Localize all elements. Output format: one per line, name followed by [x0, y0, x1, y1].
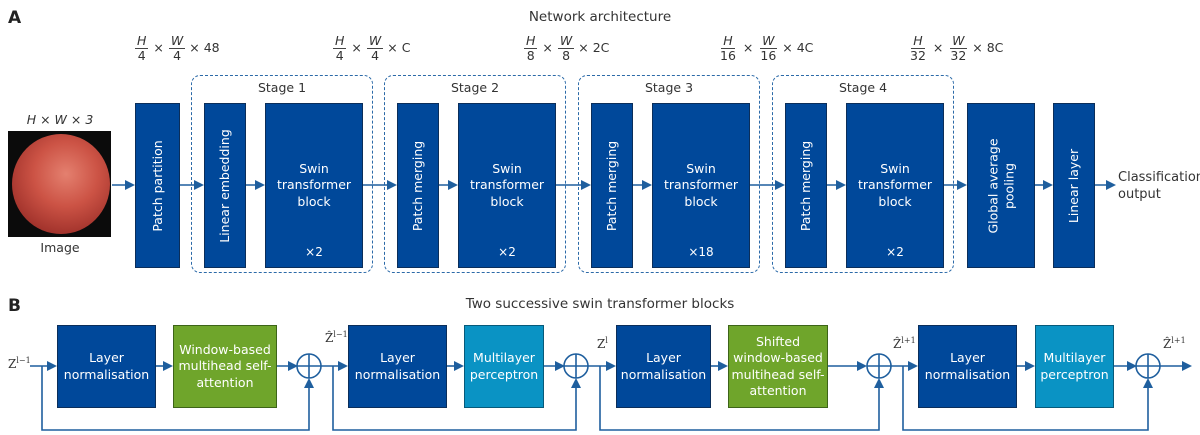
panel-b-letter: B	[8, 296, 21, 316]
stage-label: Stage 2	[450, 80, 500, 95]
panel-a-title: Network architecture	[528, 9, 672, 25]
image-caption: Image	[40, 240, 80, 255]
stage-2-group: Stage 2	[384, 75, 566, 273]
swin-block-stage-1: Swin transformer block×2	[265, 103, 363, 268]
skip-connection-4	[902, 366, 1153, 431]
z-label-hat-l-minus-1: Ẑl−1	[325, 330, 348, 345]
layer-norm-box-4: Layer normalisation	[918, 325, 1017, 408]
linear-embedding-box: Linear embedding	[204, 103, 246, 268]
stage-label: Stage 1	[257, 80, 307, 95]
patch-merging-stage-2: Patch merging	[397, 103, 439, 268]
mlp-box-1: Multilayer perceptron	[464, 325, 544, 408]
patch-merging-stage-3: Patch merging	[591, 103, 633, 268]
mlp-box-2: Multilayer perceptron	[1035, 325, 1114, 408]
patch-merging-stage-4: Patch merging	[785, 103, 827, 268]
global-average-pooling-box: Global average pooling	[967, 103, 1035, 268]
panel-b-title: Two successive swin transformer blocks	[465, 296, 735, 312]
z-label-hat-l-plus-1: Ẑl+1	[893, 336, 916, 351]
swin-block-stage-3: Swin transformer block×18	[652, 103, 750, 268]
stage-3-group: Stage 3	[578, 75, 760, 273]
stage-label: Stage 3	[644, 80, 694, 95]
z-label-output: Ẑl+1	[1163, 336, 1186, 351]
layer-norm-box-2: Layer normalisation	[348, 325, 447, 408]
stage-label: Stage 4	[838, 80, 888, 95]
stage-4-group: Stage 4	[772, 75, 954, 273]
stage-1-group: Stage 1	[191, 75, 373, 273]
panel-a-letter: A	[8, 8, 22, 28]
swin-block-stage-2: Swin transformer block×2	[458, 103, 556, 268]
window-msa-box: Window-based multihead self-attention	[173, 325, 277, 408]
z-label-l: Zl	[597, 336, 608, 351]
skip-connection-1	[41, 366, 314, 431]
skip-connection-3	[599, 366, 884, 431]
z-label-input: Zl−1	[8, 356, 31, 371]
layer-norm-box-1: Layer normalisation	[57, 325, 156, 408]
layer-norm-box-3: Layer normalisation	[616, 325, 711, 408]
classification-output-label: Classification output	[1118, 170, 1200, 202]
swin-block-stage-4: Swin transformer block×2	[846, 103, 944, 268]
input-dims-label: H × W × 3	[26, 112, 94, 127]
skip-connection-2	[332, 366, 581, 431]
endoscopy-image	[8, 131, 111, 237]
patch-partition-box: Patch partition	[135, 103, 180, 268]
shifted-window-msa-box: Shifted window-based multihead self-atte…	[728, 325, 828, 408]
linear-layer-box: Linear layer	[1053, 103, 1095, 268]
